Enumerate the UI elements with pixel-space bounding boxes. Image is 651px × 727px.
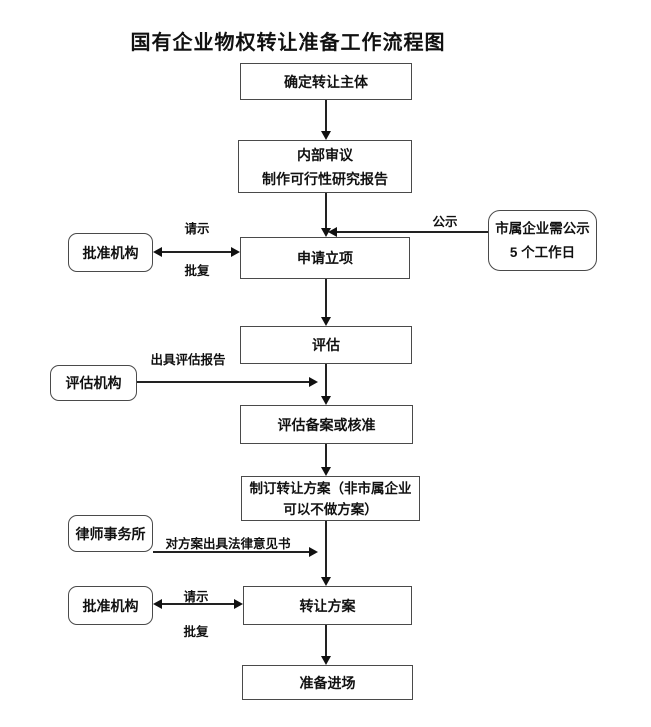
connector-step5-step6 <box>325 444 327 468</box>
connector-publicity <box>336 231 488 233</box>
connector-evaluation-org <box>137 381 311 383</box>
node-label: 确定转让主体 <box>284 73 368 90</box>
arrow-down-icon <box>321 228 331 237</box>
node-label: 批准机构 <box>82 597 139 614</box>
edge-label-evaluation-report: 出具评估报告 <box>150 353 226 367</box>
node-evaluation-filing: 评估备案或核准 <box>240 405 413 444</box>
connector-step2-step3 <box>325 193 327 229</box>
edge-label-reply-2: 批复 <box>183 625 209 639</box>
node-label-line1: 市属企业需公示 <box>495 220 590 236</box>
node-evaluation-org: 评估机构 <box>50 365 137 401</box>
connector-step1-step2 <box>325 100 327 132</box>
arrow-left-icon <box>153 599 162 609</box>
arrow-right-icon <box>309 547 318 557</box>
node-label: 评估备案或核准 <box>277 416 376 433</box>
node-determine-transfer-subject: 确定转让主体 <box>240 63 412 100</box>
node-label-line2: 制作可行性研究报告 <box>262 170 388 187</box>
arrow-down-icon <box>321 467 331 476</box>
node-label: 律师事务所 <box>75 525 146 542</box>
node-publicity-note: 市属企业需公示 5 个工作日 <box>488 210 597 271</box>
node-transfer-plan: 转让方案 <box>243 586 412 625</box>
edge-label-request-2: 请示 <box>183 590 209 604</box>
connector-approval1 <box>160 251 233 253</box>
node-law-firm: 律师事务所 <box>68 515 153 552</box>
node-draft-transfer-plan: 制订转让方案（非市属企业 可以不做方案） <box>241 476 420 521</box>
arrow-left-icon <box>328 227 337 237</box>
edge-label-legal-opinion: 对方案出具法律意见书 <box>165 537 291 551</box>
node-approval-org-2: 批准机构 <box>68 586 153 625</box>
node-label: 准备进场 <box>299 674 356 691</box>
node-label-line2: 可以不做方案） <box>283 501 378 517</box>
node-approval-org-1: 批准机构 <box>68 233 153 272</box>
node-internal-review: 内部审议 制作可行性研究报告 <box>238 140 412 193</box>
arrow-down-icon <box>321 396 331 405</box>
node-label: 批准机构 <box>82 244 139 261</box>
connector-step3-step4 <box>325 279 327 318</box>
node-label: 转让方案 <box>299 597 356 614</box>
connector-step4-step5 <box>325 364 327 397</box>
connector-step7-step8 <box>325 625 327 657</box>
arrow-left-icon <box>153 247 162 257</box>
arrow-right-icon <box>231 247 240 257</box>
page-title: 国有企业物权转让准备工作流程图 <box>130 32 446 54</box>
node-label: 评估机构 <box>65 375 122 391</box>
node-prepare-entry: 准备进场 <box>242 665 413 700</box>
edge-label-publicity: 公示 <box>432 215 458 229</box>
edge-label-request-1: 请示 <box>184 222 210 236</box>
arrow-down-icon <box>321 317 331 326</box>
connector-step6-step7 <box>325 521 327 578</box>
connector-approval2 <box>160 603 236 605</box>
node-label-line1: 内部审议 <box>297 146 353 163</box>
arrow-down-icon <box>321 577 331 586</box>
node-apply-project: 申请立项 <box>240 237 410 279</box>
connector-law-firm <box>153 551 311 553</box>
node-label-line2: 5 个工作日 <box>509 244 576 260</box>
edge-label-reply-1: 批复 <box>184 264 210 278</box>
node-evaluation: 评估 <box>240 326 412 364</box>
node-label: 申请立项 <box>297 250 353 266</box>
arrow-down-icon <box>321 656 331 665</box>
arrow-right-icon <box>234 599 243 609</box>
node-label: 评估 <box>312 337 340 353</box>
arrow-right-icon <box>309 377 318 387</box>
arrow-down-icon <box>321 131 331 140</box>
node-label-line1: 制订转让方案（非市属企业 <box>249 480 412 496</box>
